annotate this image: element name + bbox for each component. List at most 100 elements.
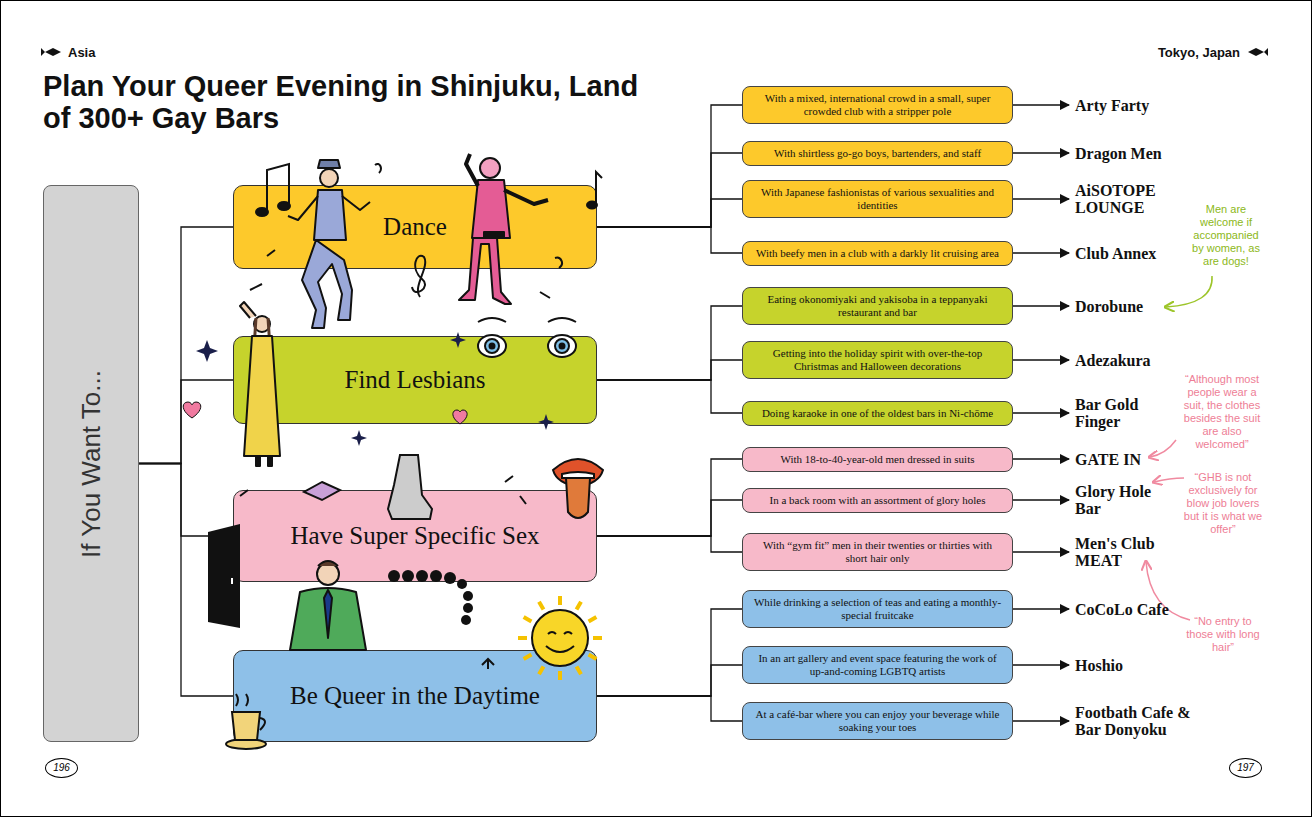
node-text: Getting into the holiday spirit with ove… — [753, 347, 1002, 373]
venue-name: Adezakura — [1069, 352, 1219, 369]
connector — [597, 500, 742, 536]
node-text: If You Want To... — [76, 370, 107, 558]
node-text: GATE IN — [1075, 451, 1219, 468]
page-number: 197 — [1229, 758, 1262, 778]
callout-note: “No entry to those with long hair” — [1184, 615, 1262, 654]
node-text: Bar Gold Finger — [1075, 396, 1159, 430]
option-box: With beefy men in a club with a darkly l… — [742, 241, 1013, 266]
node-text: In an art gallery and event space featur… — [753, 652, 1002, 678]
node-text: Footbath Cafe & Bar Donyoku — [1075, 704, 1204, 738]
connector — [597, 696, 742, 721]
connector — [597, 306, 742, 380]
callout-note: “Although most people wear a suit, the c… — [1178, 373, 1266, 451]
connector — [597, 227, 742, 253]
option-box: With “gym fit” men in their twenties or … — [742, 533, 1013, 571]
start-box: If You Want To... — [43, 185, 139, 742]
connector — [1013, 608, 1069, 609]
node-text: Dorobune — [1075, 298, 1219, 315]
connector — [1013, 305, 1069, 306]
node-text: With a mixed, international crowd in a s… — [753, 92, 1002, 118]
connector — [597, 609, 742, 696]
node-text: 197 — [1237, 762, 1254, 773]
connector — [1013, 720, 1069, 721]
page-number: 196 — [45, 758, 78, 778]
venue-name: Men's Club MEAT — [1069, 535, 1184, 569]
option-box: With a mixed, international crowd in a s… — [742, 86, 1013, 124]
connector — [139, 380, 233, 464]
node-text: Be Queer in the Daytime — [290, 682, 540, 710]
node-text: At a café-bar where you can enjoy your b… — [753, 708, 1002, 734]
node-text: Have Super Specific Sex — [290, 522, 539, 550]
connector — [1013, 198, 1069, 199]
venue-name: AiSOTOPE LOUNGE — [1069, 182, 1169, 216]
node-text: Eating okonomiyaki and yakisoba in a tep… — [753, 293, 1002, 319]
option-box: At a café-bar where you can enjoy your b… — [742, 702, 1013, 740]
venue-name: Hoshio — [1069, 657, 1219, 674]
node-text: Glory Hole Bar — [1075, 483, 1169, 517]
connector — [1013, 551, 1069, 552]
option-box: In a back room with an assortment of glo… — [742, 488, 1013, 513]
option-box: In an art gallery and event space featur… — [742, 646, 1013, 684]
option-box: With shirtless go-go boys, bartenders, a… — [742, 141, 1013, 166]
node-text: CoCoLo Cafe — [1075, 601, 1219, 618]
section-header: Asia — [68, 45, 168, 60]
node-text: 196 — [53, 762, 70, 773]
connector — [597, 105, 742, 227]
connector — [597, 665, 742, 696]
diagram-title: Plan Your Queer Evening in Shinjuku, Lan… — [43, 70, 663, 134]
node-text: Arty Farty — [1075, 97, 1219, 114]
node-text: With shirtless go-go boys, bartenders, a… — [753, 147, 1002, 160]
connector — [597, 459, 742, 536]
venue-name: Bar Gold Finger — [1069, 396, 1159, 430]
node-text: With beefy men in a club with a darkly l… — [753, 247, 1002, 260]
option-box: While drinking a selection of teas and e… — [742, 590, 1013, 628]
section-header: Tokyo, Japan — [1060, 45, 1240, 60]
venue-name: CoCoLo Cafe — [1069, 601, 1219, 618]
node-text: While drinking a selection of teas and e… — [753, 596, 1002, 622]
node-text: Adezakura — [1075, 352, 1219, 369]
callout-note: Men are welcome if accompanied by women,… — [1188, 203, 1264, 268]
connector — [139, 464, 233, 537]
connector — [597, 380, 742, 413]
node-text: With “gym fit” men in their twenties or … — [753, 539, 1002, 565]
venue-name: Arty Farty — [1069, 97, 1219, 114]
connector — [597, 536, 742, 552]
category-box: Find Lesbians — [233, 336, 597, 424]
venue-name: Glory Hole Bar — [1069, 483, 1169, 517]
node-text: Dance — [383, 213, 447, 241]
venue-name: Dragon Men — [1069, 145, 1219, 162]
callout-note: “GHB is not exclusively for blow job lov… — [1180, 471, 1266, 536]
venue-name: Dorobune — [1069, 298, 1219, 315]
node-text: Find Lesbians — [345, 366, 486, 394]
category-box: Dance — [233, 185, 597, 269]
connector — [139, 227, 233, 464]
connector — [597, 153, 742, 227]
node-text: With Japanese fashionistas of various se… — [753, 186, 1002, 212]
node-text: Doing karaoke in one of the oldest bars … — [753, 407, 1002, 420]
node-text: With 18-to-40-year-old men dressed in su… — [753, 453, 1002, 466]
connector — [1013, 104, 1069, 105]
connector — [1013, 458, 1069, 459]
node-text: Hoshio — [1075, 657, 1219, 674]
connector — [1013, 359, 1069, 360]
connector — [1013, 412, 1069, 413]
venue-name: Footbath Cafe & Bar Donyoku — [1069, 704, 1204, 738]
connector — [597, 199, 742, 227]
option-box: With Japanese fashionistas of various se… — [742, 180, 1013, 218]
option-box: With 18-to-40-year-old men dressed in su… — [742, 447, 1013, 472]
connector — [1013, 252, 1069, 253]
venue-name: GATE IN — [1069, 451, 1219, 468]
connector — [1013, 664, 1069, 665]
option-box: Eating okonomiyaki and yakisoba in a tep… — [742, 287, 1013, 325]
category-box: Be Queer in the Daytime — [233, 650, 597, 742]
connector — [1013, 152, 1069, 153]
node-text: Men's Club MEAT — [1075, 535, 1184, 569]
connector — [597, 360, 742, 380]
node-text: Dragon Men — [1075, 145, 1219, 162]
node-text: AiSOTOPE LOUNGE — [1075, 182, 1169, 216]
option-box: Doing karaoke in one of the oldest bars … — [742, 401, 1013, 426]
option-box: Getting into the holiday spirit with ove… — [742, 341, 1013, 379]
connector — [1013, 499, 1069, 500]
node-text: In a back room with an assortment of glo… — [753, 494, 1002, 507]
